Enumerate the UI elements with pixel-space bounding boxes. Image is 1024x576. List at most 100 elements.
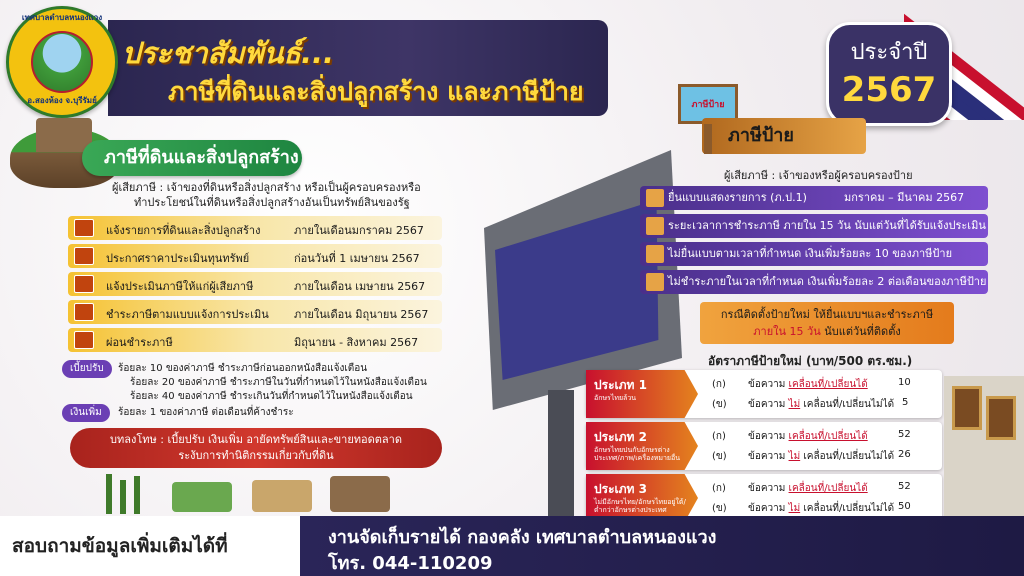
penalty-line-2: ระงับการทำนิติกรรมเกี่ยวกับที่ดิน xyxy=(178,449,334,462)
row-rate: 52 xyxy=(898,481,911,492)
folder-icon xyxy=(74,303,94,321)
frames-illustration xyxy=(944,376,1024,516)
install-line-2: ภายใน 15 วัน นับแต่วันที่ติดตั้ง xyxy=(700,323,954,340)
step-label: ระยะเวลาการชำระภาษี ภายใน 15 วัน นับแต่ว… xyxy=(668,219,986,232)
sign-icon-text: ภาษีป้าย xyxy=(691,100,725,110)
row-rate: 50 xyxy=(898,501,911,512)
row-text: ข้อความ เคลื่อนที่/เปลี่ยนได้ xyxy=(748,377,868,392)
row-rate: 5 xyxy=(902,397,909,408)
header-banner xyxy=(108,20,608,116)
footer-phone: โทร. 044-110209 xyxy=(328,553,493,574)
picture-frame xyxy=(986,396,1016,440)
row-not: ไม่ xyxy=(788,503,801,514)
fine-line: ร้อยละ 20 ของค่าภาษี ชำระภาษีในวันที่กำห… xyxy=(130,377,427,388)
row-text: ข้อความ เคลื่อนที่/เปลี่ยนได้ xyxy=(748,429,868,444)
sign-step-row: ยื่นแบบแสดงรายการ (ภ.ป.1) มกราคม – มีนาค… xyxy=(640,186,988,210)
step-label: ชำระภาษีตามแบบแจ้งการประเมิน xyxy=(106,308,269,321)
row-move: เคลื่อนที่/เปลี่ยนได้ xyxy=(788,431,868,442)
land-step-row: ประกาศราคาประเมินทุนทรัพย์ ก่อนวันที่ 1 … xyxy=(68,244,442,268)
billboard-pole xyxy=(548,390,574,520)
step-period: ภายในเดือน มิถุนายน 2567 xyxy=(294,308,429,321)
type-desc: อักษรไทยล้วน xyxy=(594,394,637,402)
land-step-row: แจ้งประเมินภาษีให้แก่ผู้เสียภาษี ภายในเด… xyxy=(68,272,442,296)
sign-tax-payer: ผู้เสียภาษี : เจ้าของหรือผู้ครอบครองป้าย xyxy=(724,169,913,182)
row-key: (ข) xyxy=(712,399,727,410)
step-period: ก่อนวันที่ 1 เมษายน 2567 xyxy=(294,252,420,265)
step-period: มิถุนายน - สิงหาคม 2567 xyxy=(294,336,419,349)
sign-tax-title: ภาษีป้าย xyxy=(702,118,866,154)
step-label: ยื่นแบบแสดงรายการ (ภ.ป.1) xyxy=(668,191,807,204)
surcharge-line: ร้อยละ 1 ของค่าภาษี ต่อเดือนที่ค้างชำระ xyxy=(118,407,294,418)
install-red-text: ภายใน 15 วัน xyxy=(753,325,821,338)
row-pre: ข้อความ xyxy=(748,431,789,442)
surcharge-label: เงินเพิ่ม xyxy=(62,404,110,422)
plants-illustration xyxy=(92,470,392,514)
house-icon xyxy=(36,118,92,152)
type-desc: ไม่มีอักษรไทย/อักษรไทยอยู่ใต้/ต่ำกว่าอัก… xyxy=(594,498,686,514)
logo-emblem-icon xyxy=(31,31,93,93)
plant-icon xyxy=(134,476,140,514)
row-text: ข้อความ ไม่ เคลื่อนที่/เปลี่ยนไม่ได้ xyxy=(748,449,894,464)
sign-step-row: ไม่ชำระภายในเวลาที่กำหนด เงินเพิ่มร้อยละ… xyxy=(640,270,988,294)
folder-icon xyxy=(74,331,94,349)
row-post: เคลื่อนที่/เปลี่ยนไม่ได้ xyxy=(800,451,895,462)
title-line-1: ประชาสัมพันธ์... xyxy=(122,36,335,70)
sign-type-card: ประเภท 2 อักษรไทยปนกับอักษรต่างประเทศ/ภา… xyxy=(586,422,942,470)
sign-icon xyxy=(646,189,664,207)
row-pre: ข้อความ xyxy=(748,399,789,410)
rate-header: อัตราภาษีป้ายใหม่ (บาท/500 ตร.ซม.) xyxy=(708,354,913,368)
row-rate: 10 xyxy=(898,377,911,388)
row-text: ข้อความ เคลื่อนที่/เปลี่ยนได้ xyxy=(748,481,868,496)
step-period: ภายในเดือนมกราคม 2567 xyxy=(294,224,424,237)
sign-post xyxy=(704,124,712,154)
land-step-row: แจ้งรายการที่ดินและสิ่งปลูกสร้าง ภายในเด… xyxy=(68,216,442,240)
land-tax-title: ภาษีที่ดินและสิ่งปลูกสร้าง xyxy=(82,140,302,176)
type-tag xyxy=(586,474,698,522)
sign-type-card: ประเภท 1 อักษรไทยล้วน (ก) ข้อความ เคลื่อ… xyxy=(586,370,942,418)
step-label: ไม่ยื่นแบบตามเวลาที่กำหนด เงินเพิ่มร้อยล… xyxy=(668,247,953,260)
type-name: ประเภท 1 xyxy=(594,378,647,392)
step-label: ไม่ชำระภายในเวลาที่กำหนด เงินเพิ่มร้อยละ… xyxy=(668,275,987,288)
fine-line: ร้อยละ 40 ของค่าภาษี ชำระเกินวันที่กำหนด… xyxy=(130,391,413,402)
logo-top-text: เทศบาลตำบลหนองแวง xyxy=(21,13,103,22)
footer-contact: งานจัดเก็บรายได้ กองคลัง เทศบาลตำบลหนองแ… xyxy=(300,516,1024,576)
land-step-row: ชำระภาษีตามแบบแจ้งการประเมิน ภายในเดือน … xyxy=(68,300,442,324)
logo-bottom-text: อ.สองห้อง จ.บุรีรัมย์ xyxy=(27,96,97,105)
fine-label: เบี้ยปรับ xyxy=(62,360,112,378)
folder-icon xyxy=(74,275,94,293)
penalty-banner: บทลงโทษ : เบี้ยปรับ เงินเพิ่ม อายัดทรัพย… xyxy=(70,428,442,468)
step-label: ประกาศราคาประเมินทุนทรัพย์ xyxy=(106,252,250,265)
step-label: แจ้งรายการที่ดินและสิ่งปลูกสร้าง xyxy=(106,224,261,237)
payer-line-2: ทำประโยชน์ในที่ดินหรือสิ่งปลูกสร้างอันเป… xyxy=(134,196,410,209)
plant-icon xyxy=(120,480,126,514)
type-name: ประเภท 3 xyxy=(594,482,647,496)
row-post: เคลื่อนที่/เปลี่ยนไม่ได้ xyxy=(800,399,895,410)
row-move: เคลื่อนที่/เปลี่ยนได้ xyxy=(788,379,868,390)
row-move: เคลื่อนที่/เปลี่ยนได้ xyxy=(788,483,868,494)
sign-icon xyxy=(646,217,664,235)
type-tag xyxy=(586,422,698,470)
row-key: (ก) xyxy=(712,379,726,390)
footer-contact-label: สอบถามข้อมูลเพิ่มเติมได้ที่ xyxy=(0,516,300,576)
step-label: แจ้งประเมินภาษีให้แก่ผู้เสียภาษี xyxy=(106,280,254,293)
sign-type-card: ประเภท 3 ไม่มีอักษรไทย/อักษรไทยอยู่ใต้/ต… xyxy=(586,474,942,522)
row-pre: ข้อความ xyxy=(748,483,789,494)
row-key: (ก) xyxy=(712,431,726,442)
step-label: ผ่อนชำระภาษี xyxy=(106,336,173,349)
year-badge xyxy=(826,22,952,126)
folder-icon xyxy=(74,219,94,237)
farmland-icon xyxy=(172,482,232,512)
row-text: ข้อความ ไม่ เคลื่อนที่/เปลี่ยนไม่ได้ xyxy=(748,397,894,412)
year-label: ประจำปี xyxy=(850,40,928,65)
install-line-1: กรณีติดตั้งป้ายใหม่ ให้ยื่นแบบฯและชำระภา… xyxy=(720,308,934,321)
plant-icon xyxy=(106,474,112,514)
sign-step-row: ไม่ยื่นแบบตามเวลาที่กำหนด เงินเพิ่มร้อยล… xyxy=(640,242,988,266)
row-rate: 26 xyxy=(898,449,911,460)
factory-plot-icon xyxy=(330,476,390,512)
row-not: ไม่ xyxy=(788,451,801,462)
type-tag xyxy=(586,370,698,418)
row-post: เคลื่อนที่/เปลี่ยนไม่ได้ xyxy=(800,503,895,514)
footer-line-1: งานจัดเก็บรายได้ กองคลัง เทศบาลตำบลหนองแ… xyxy=(328,527,717,548)
penalty-line-1: บทลงโทษ : เบี้ยปรับ เงินเพิ่ม อายัดทรัพย… xyxy=(110,433,402,446)
picture-frame xyxy=(952,386,982,430)
